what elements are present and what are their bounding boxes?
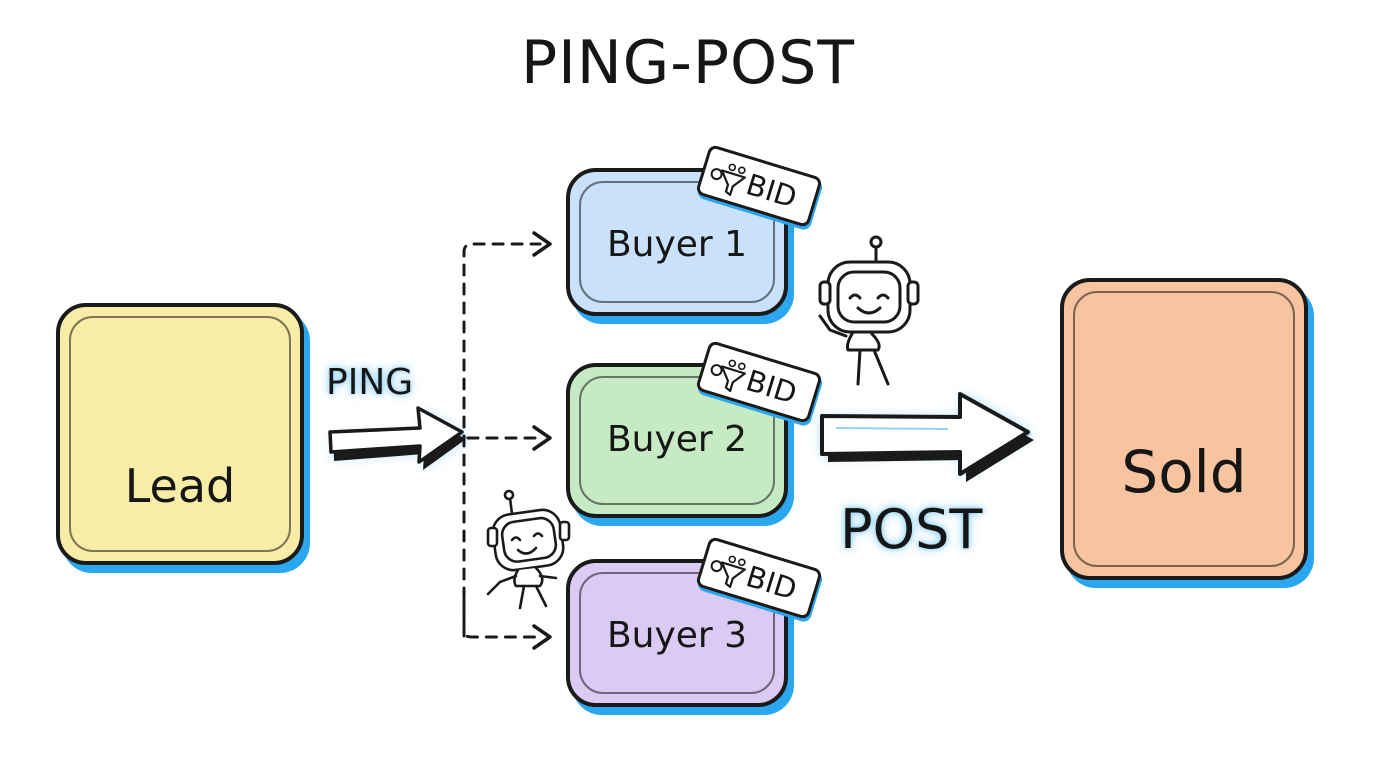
sold-box: Sold (1060, 278, 1308, 580)
funnel-icon (720, 555, 746, 589)
post-arrow (820, 392, 1034, 482)
robot-icon (486, 489, 571, 610)
robot-icon (818, 235, 920, 386)
bid-tag-text: BID (742, 559, 801, 607)
bid-tag-buyer-2: BID (694, 339, 824, 425)
buyer-3-label: Buyer 3 (606, 615, 748, 656)
sold-label: Sold (1121, 438, 1247, 506)
lead-label: Lead (124, 459, 236, 513)
diagram-title: PING-POST (520, 28, 856, 98)
buyer-1-label: Buyer 1 (606, 224, 748, 265)
buyer-2-label: Buyer 2 (606, 419, 748, 460)
bid-tag-text: BID (742, 363, 801, 411)
funnel-icon (720, 163, 746, 197)
bid-tag-text: BID (742, 167, 801, 215)
ping-arrow (328, 406, 468, 470)
dashed-connectors (462, 242, 542, 639)
post-label: POST (840, 498, 983, 561)
buyer-2-box: Buyer 2 (566, 363, 788, 518)
lead-box: Lead (56, 303, 304, 565)
bid-tag-buyer-1: BID (694, 143, 824, 229)
bid-tag-buyer-3: BID (694, 535, 824, 621)
funnel-icon (720, 359, 746, 393)
dashed-arrowheads (532, 231, 552, 650)
ping-label: PING (326, 362, 414, 403)
